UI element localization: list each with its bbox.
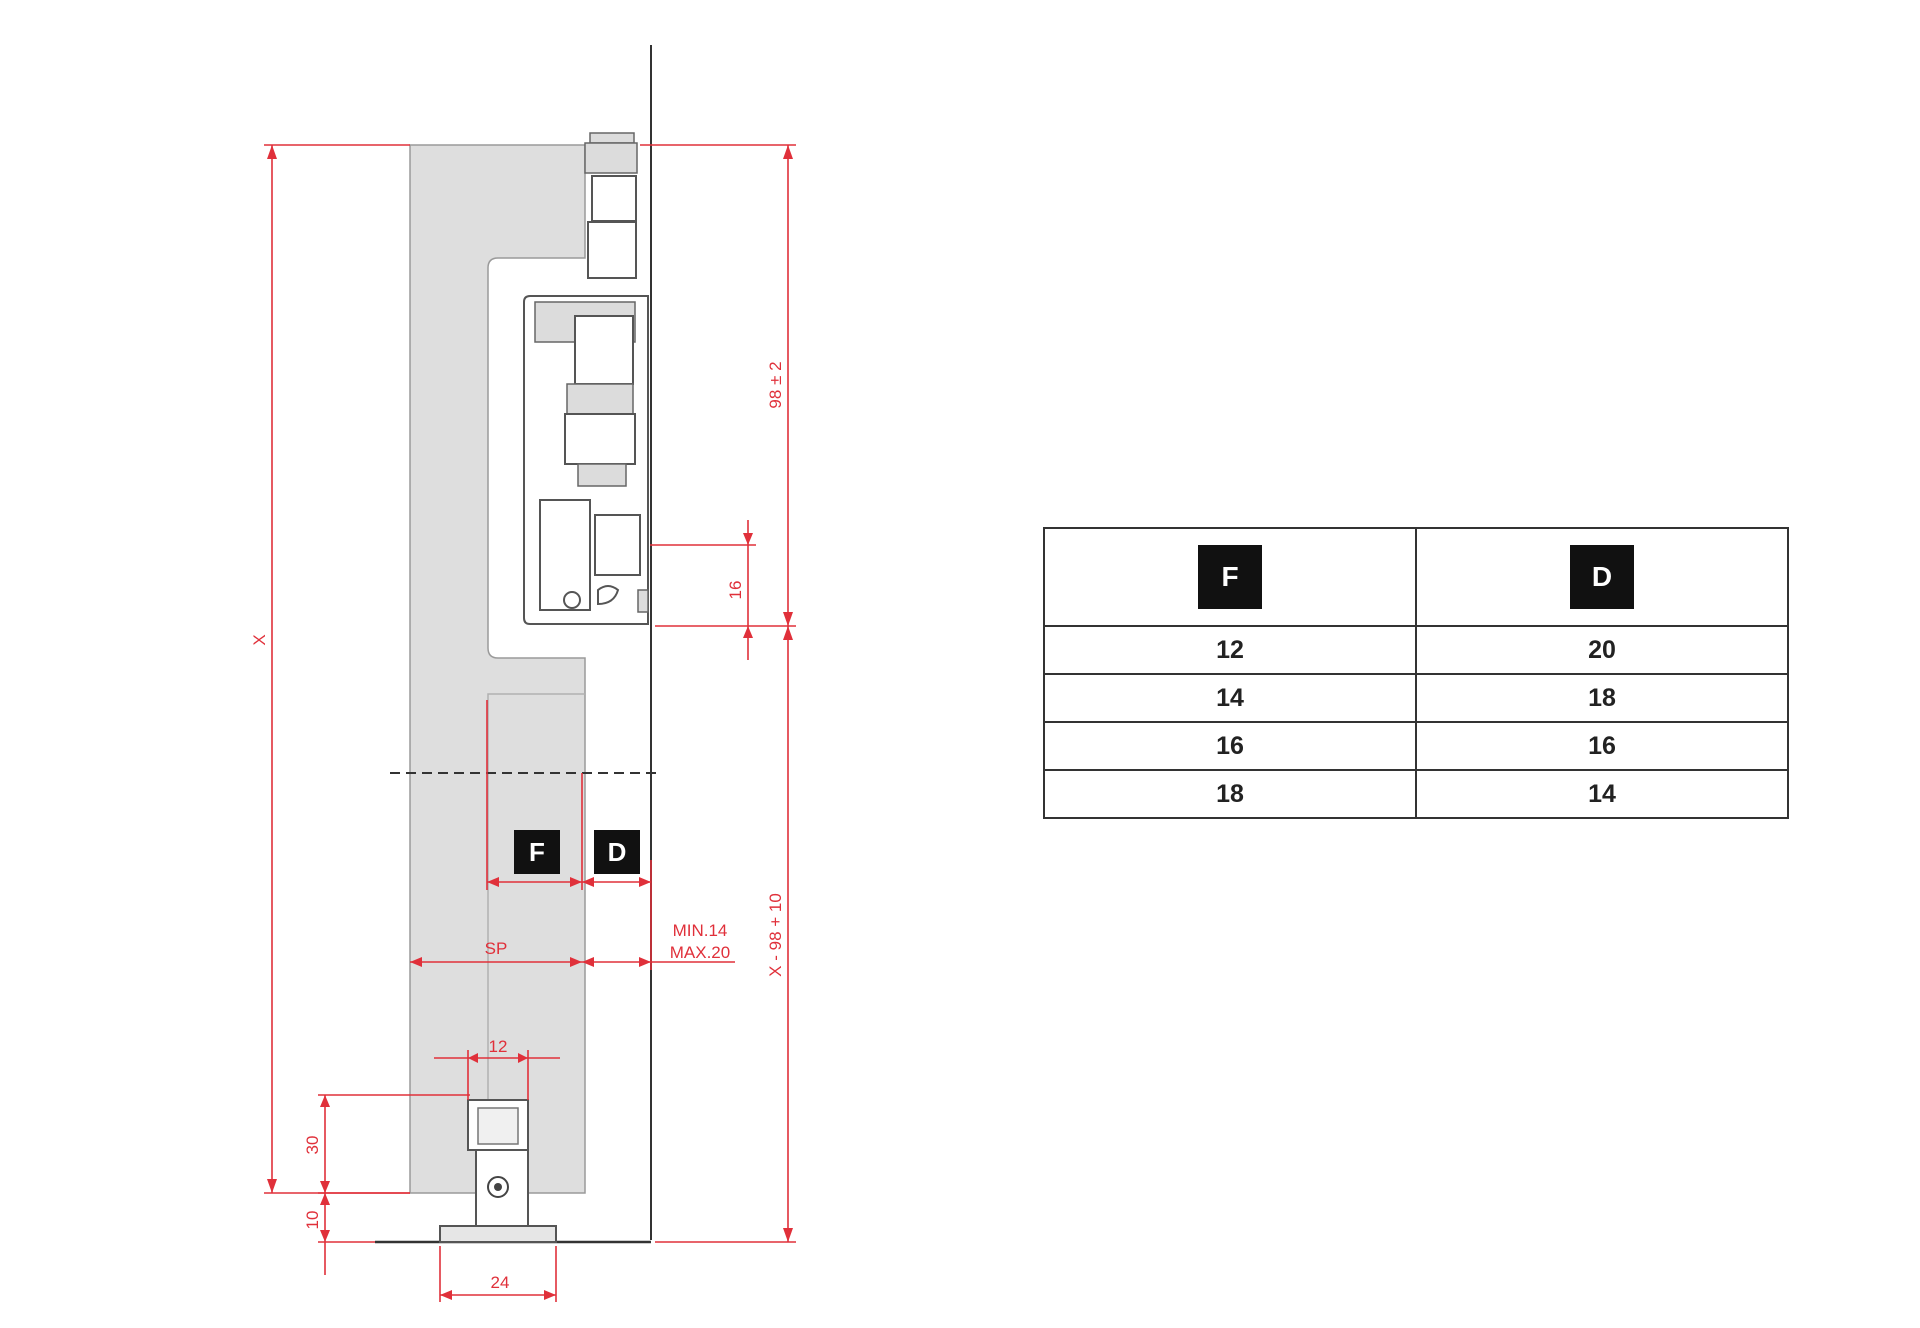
track-mechanism [523, 132, 649, 625]
table-header-row: F D [1043, 527, 1789, 627]
dim-guide-width: 12 [489, 1037, 508, 1056]
table-cell-f: 16 [1043, 721, 1417, 771]
table-header-f: F [1043, 527, 1417, 627]
table-row: 16 16 [1043, 721, 1789, 771]
table-row: 18 14 [1043, 769, 1789, 819]
dim-gap: 16 [726, 581, 745, 600]
dim-x: X [250, 634, 269, 645]
door-panel [409, 144, 586, 1194]
dim-max: MAX.20 [670, 943, 730, 962]
table-row: 14 18 [1043, 673, 1789, 723]
badge-d: D [594, 830, 640, 874]
table-cell-f: 14 [1043, 673, 1417, 723]
table-cell-d: 16 [1415, 721, 1789, 771]
badge-f: F [514, 830, 560, 874]
dim-base-width: 24 [491, 1273, 510, 1292]
dim-guide-height: 30 [303, 1136, 322, 1155]
table-row: 12 20 [1043, 625, 1789, 675]
badge-d-label: D [608, 837, 627, 867]
table-header-d: D [1415, 527, 1789, 627]
dimension-lines [264, 144, 796, 1302]
dim-min: MIN.14 [673, 921, 728, 940]
door-cutout-outline [487, 693, 585, 1193]
dim-lower-height: X - 98 + 10 [766, 893, 785, 977]
floor-guide [439, 1099, 557, 1243]
table-cell-f: 12 [1043, 625, 1417, 675]
spec-table: F D 12 20 14 18 16 16 18 14 [1043, 527, 1789, 819]
header-badge-f: F [1198, 545, 1262, 609]
table-cell-f: 18 [1043, 769, 1417, 819]
table-cell-d: 14 [1415, 769, 1789, 819]
badge-f-label: F [529, 837, 545, 867]
table-cell-d: 18 [1415, 673, 1789, 723]
dim-floor-gap: 10 [303, 1211, 322, 1230]
header-badge-d: D [1570, 545, 1634, 609]
dim-top-height: 98 ± 2 [766, 361, 785, 408]
table-cell-d: 20 [1415, 625, 1789, 675]
dim-sp: SP [485, 939, 508, 958]
